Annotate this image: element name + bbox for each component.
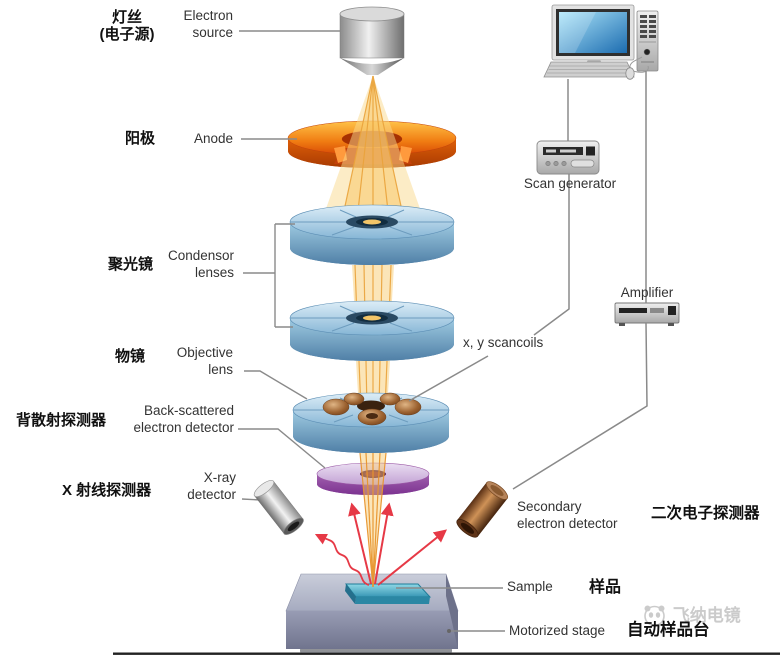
objective-lens (292, 392, 450, 453)
label-sample-en: Sample (507, 579, 553, 594)
label-objective-line1: Objective (176, 345, 233, 360)
watermark-text: 飞纳电镜 (672, 606, 741, 625)
label-condenser-line1: Condensor (167, 248, 234, 263)
label-stage-zh: 自动样品台 (627, 621, 710, 639)
label-xray-line1: X-ray (203, 470, 236, 485)
bottom-rule (113, 652, 780, 655)
electron-arrows (314, 502, 448, 586)
label-amplifier: Amplifier (620, 285, 674, 300)
stage-shadow (300, 648, 452, 653)
keyboard (543, 61, 635, 78)
label-bse-en: Back-scattered electron detector (120, 403, 234, 436)
label-sample-zh: 样品 (589, 579, 622, 596)
label-bse-zh: 背散射探测器 (16, 412, 107, 429)
label-filament-line2: (电子源) (99, 26, 155, 43)
xray-detector (253, 479, 304, 535)
amplifier (614, 302, 680, 326)
condenser-lens-2 (289, 300, 455, 361)
scan-coils (322, 392, 422, 426)
signal-lines (408, 71, 648, 490)
computer-workstation (543, 4, 659, 80)
secondary-electron-detector (456, 481, 509, 538)
label-condenser-line2: lenses (194, 264, 234, 280)
scan-generator (536, 140, 600, 175)
computer-tower (636, 10, 659, 72)
panda-logo-icon (644, 605, 665, 627)
label-scancoils: x, y scancoils (463, 335, 544, 350)
label-filament-line1: 灯丝 (111, 9, 142, 26)
label-objective-en: Objective lens (133, 345, 233, 378)
electron-beam-lower (359, 452, 387, 588)
condenser-lens-1 (289, 204, 455, 265)
xray-wavy-arrow (314, 533, 370, 586)
electron-source (339, 6, 405, 75)
label-se-line2: electron detector (517, 515, 618, 531)
label-condenser-en: Condensor lenses (134, 248, 234, 281)
label-objective-line2: lens (208, 361, 233, 377)
label-xray-zh: X 射线探测器 (62, 482, 152, 499)
label-electron-source-en: Electron source (133, 8, 233, 41)
label-se-line1: Secondary (517, 499, 582, 514)
label-condenser-zh: 聚光镜 (107, 256, 153, 273)
label-bse-line2: electron detector (133, 419, 234, 435)
label-xray-line2: detector (187, 486, 236, 502)
label-stage-en: Motorized stage (509, 623, 606, 638)
stage-pointer-dot (447, 629, 451, 633)
label-se-en: Secondary electron detector (517, 499, 652, 532)
label-se-zh: 二次电子探测器 (651, 505, 760, 522)
label-xray-en: X-ray detector (136, 470, 236, 503)
mouse (625, 56, 643, 80)
label-objective-zh: 物镜 (114, 348, 145, 365)
label-bse-line1: Back-scattered (143, 403, 234, 418)
sample (344, 583, 432, 604)
label-anode-en: Anode (193, 131, 233, 146)
pointer-lines (238, 30, 505, 632)
label-filament-zh: 灯丝 (电子源) (72, 9, 182, 43)
label-electron-source-line2: source (192, 24, 233, 40)
electron-beam-upper (322, 75, 424, 221)
watermark-logo: 飞纳电镜 (641, 601, 741, 628)
label-scan-generator: Scan generator (523, 176, 617, 191)
label-electron-source-line1: Electron (183, 8, 233, 23)
label-anode-zh: 阳极 (124, 130, 155, 147)
monitor (551, 4, 635, 71)
